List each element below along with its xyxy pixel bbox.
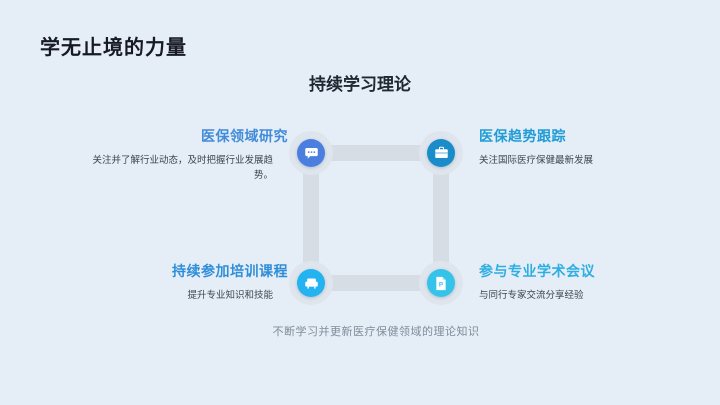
page-title: 学无止境的力量	[40, 37, 187, 59]
node-circle-training	[297, 269, 325, 297]
svg-text:P: P	[439, 281, 443, 288]
node-title: 参与专业学术会议	[479, 263, 595, 279]
node-conference: 参与专业学术会议 与同行专家交流分享经验	[479, 261, 694, 303]
chat-icon	[304, 146, 319, 160]
node-description: 关注并了解行业动态，及时把握行业发展趋势。	[92, 155, 273, 182]
node-description: 与同行专家交流分享经验	[479, 290, 584, 301]
node-title: 医保领域研究	[201, 128, 288, 144]
document-icon: P	[435, 276, 447, 291]
node-circle-conference: P	[427, 269, 455, 297]
node-circle-trends	[427, 139, 455, 167]
section-heading: 持续学习理论	[309, 75, 411, 94]
node-circle-research	[297, 139, 325, 167]
node-description: 关注国际医疗保健最新发展	[479, 155, 594, 166]
node-trends: 医保趋势跟踪 关注国际医疗保健最新发展	[479, 126, 694, 168]
footer-caption: 不断学习并更新医疗保健领域的理论知识	[272, 326, 480, 338]
connector-square	[303, 145, 449, 291]
node-research: 医保领域研究 关注并了解行业动态，及时把握行业发展趋势。	[78, 126, 288, 183]
briefcase-icon	[434, 146, 449, 160]
node-title: 持续参加培训课程	[172, 263, 288, 279]
node-title: 医保趋势跟踪	[479, 128, 566, 144]
node-training: 持续参加培训课程 提升专业知识和技能	[78, 261, 288, 303]
node-description: 提升专业知识和技能	[187, 290, 273, 301]
sofa-icon	[304, 277, 319, 290]
